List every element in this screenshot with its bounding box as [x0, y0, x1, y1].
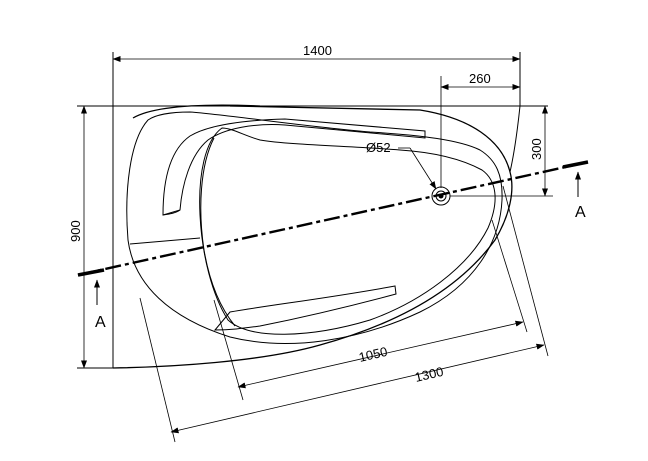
dim-1300	[139, 185, 549, 443]
tub-outline	[112, 104, 521, 369]
frame-lines	[77, 52, 548, 369]
dim-260	[440, 76, 521, 188]
dim-300	[450, 105, 553, 197]
dim-260-label: 260	[469, 71, 491, 86]
diameter-leader	[398, 147, 437, 190]
dim-diameter-label: Ø52	[366, 140, 391, 155]
dim-1300-label: 1300	[413, 364, 445, 385]
section-label-left: A	[95, 314, 106, 331]
dim-1050	[213, 219, 528, 401]
section-label-right: A	[575, 204, 586, 221]
dim-1050-label: 1050	[357, 344, 389, 365]
dim-1400-label: 1400	[303, 43, 332, 58]
dim-300-label: 300	[529, 138, 544, 160]
dim-900-label: 900	[68, 220, 83, 242]
